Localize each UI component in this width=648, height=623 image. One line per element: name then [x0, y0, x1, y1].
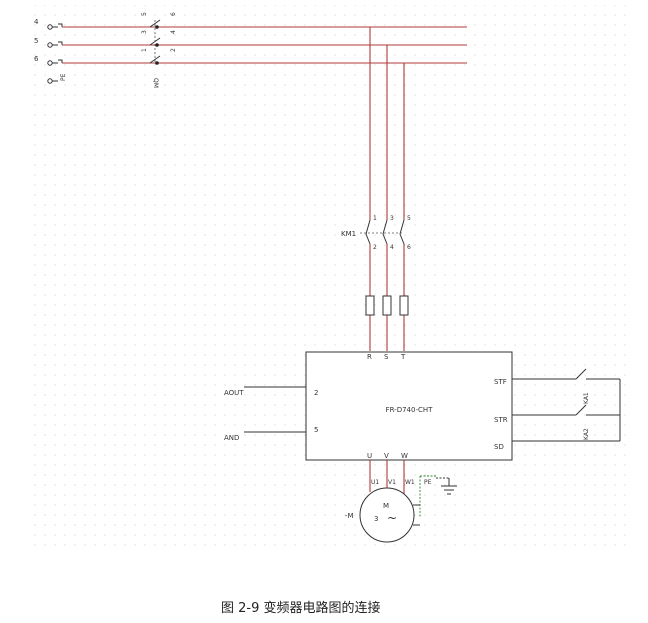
terminal-label-5: 5 — [34, 37, 38, 45]
fuse-t — [399, 295, 409, 316]
inverter-body — [305, 351, 513, 461]
inverter-terminal-v: V — [384, 452, 389, 460]
supply-bus-lines — [62, 26, 467, 64]
relay-label-ka2: KA2 — [583, 428, 590, 440]
signal-label-aout: AOUT — [224, 389, 244, 397]
motor-circuit: U1 V1 W1 PE M 3 ~ -M — [345, 460, 457, 543]
fuses — [365, 295, 409, 316]
motor-terminal-pe: PE — [424, 479, 432, 486]
motor-tag: -M — [345, 512, 354, 520]
inverter-fr-d740: R S T U V W 2 5 STF STR SD FR-D740-CHT — [305, 351, 513, 461]
contactor-link-3 — [399, 233, 405, 245]
inverter-terminal-s: S — [384, 353, 389, 361]
contactor-pin-bottom-3: 6 — [407, 244, 411, 251]
motor-terminal-u1: U1 — [371, 479, 379, 486]
circuit-breaker-qm: 5 3 1 6 4 2 QM — [141, 12, 177, 88]
contactor-pin-top-2: 3 — [390, 215, 394, 222]
motor-terminal-w1: W1 — [405, 479, 415, 486]
breaker-node-1 — [155, 25, 159, 29]
breaker-contact-1 — [149, 19, 161, 28]
inverter-terminal-stf: STF — [494, 378, 507, 386]
figure-caption: 图 2-9 变频器电路图的连接 — [221, 600, 381, 616]
terminal-label-pe: PE — [60, 73, 67, 81]
contactor-pin-top-3: 5 — [407, 215, 411, 222]
contactor-pin-bottom-1: 2 — [373, 244, 377, 251]
contactor-km1: 1 3 5 2 4 6 KM1 — [341, 215, 411, 251]
signal-label-and: AND — [224, 434, 239, 442]
breaker-node-3 — [155, 61, 159, 65]
terminal-label-4: 4 — [34, 18, 39, 26]
terminal-5-connector — [52, 41, 63, 46]
motor-ac-symbol: ~ — [387, 511, 397, 525]
fuse-s — [382, 295, 392, 316]
ka1-contact-blade — [575, 368, 587, 380]
terminal-4-connector — [52, 23, 63, 28]
motor-phases: 3 — [374, 515, 378, 523]
relay-contacts: KA1 KA2 — [512, 368, 621, 442]
inverter-terminal-r: R — [367, 353, 372, 361]
contactor-link-2 — [382, 233, 388, 245]
inverter-terminal-2: 2 — [314, 389, 318, 397]
breaker-contact-3 — [149, 55, 161, 64]
contactor-label: KM1 — [341, 230, 356, 238]
ka2-contact-blade — [575, 404, 587, 416]
motor-label: M — [383, 502, 389, 510]
contactor-contact-2 — [382, 219, 388, 235]
inverter-terminal-w: W — [401, 452, 408, 460]
fuse-r — [365, 295, 375, 316]
inverter-terminal-t: T — [400, 353, 406, 361]
breaker-pin-bottom-2: 4 — [170, 30, 177, 34]
contactor-pin-top-1: 1 — [373, 215, 377, 222]
motor-terminal-v1: V1 — [388, 479, 396, 486]
contactor-pin-bottom-2: 4 — [390, 244, 394, 251]
motor-symbol — [359, 487, 415, 543]
inverter-model-label: FR-D740-CHT — [386, 406, 434, 414]
breaker-pin-bottom-3: 2 — [170, 48, 177, 52]
terminal-6-connector — [52, 59, 63, 64]
analog-signal-wiring: AOUT AND — [224, 386, 306, 442]
dot-grid-background — [33, 5, 631, 550]
inverter-terminal-str: STR — [494, 416, 508, 424]
inverter-terminal-sd: SD — [494, 443, 504, 451]
supply-terminals: 4 5 6 PE — [34, 18, 67, 84]
breaker-pin-top-1: 5 — [141, 12, 148, 16]
breaker-pin-top-2: 3 — [141, 30, 148, 34]
breaker-node-2 — [155, 43, 159, 47]
inverter-terminal-5: 5 — [314, 426, 318, 434]
breaker-pin-bottom-1: 6 — [170, 12, 177, 16]
contactor-contact-1 — [365, 219, 371, 235]
terminal-label-6: 6 — [34, 55, 39, 63]
contactor-contact-3 — [399, 219, 405, 235]
relay-label-ka1: KA1 — [583, 392, 590, 404]
breaker-label: QM — [152, 78, 159, 88]
inverter-terminal-u: U — [367, 452, 372, 460]
contactor-link-1 — [365, 233, 371, 245]
breaker-pin-top-3: 1 — [141, 48, 148, 52]
